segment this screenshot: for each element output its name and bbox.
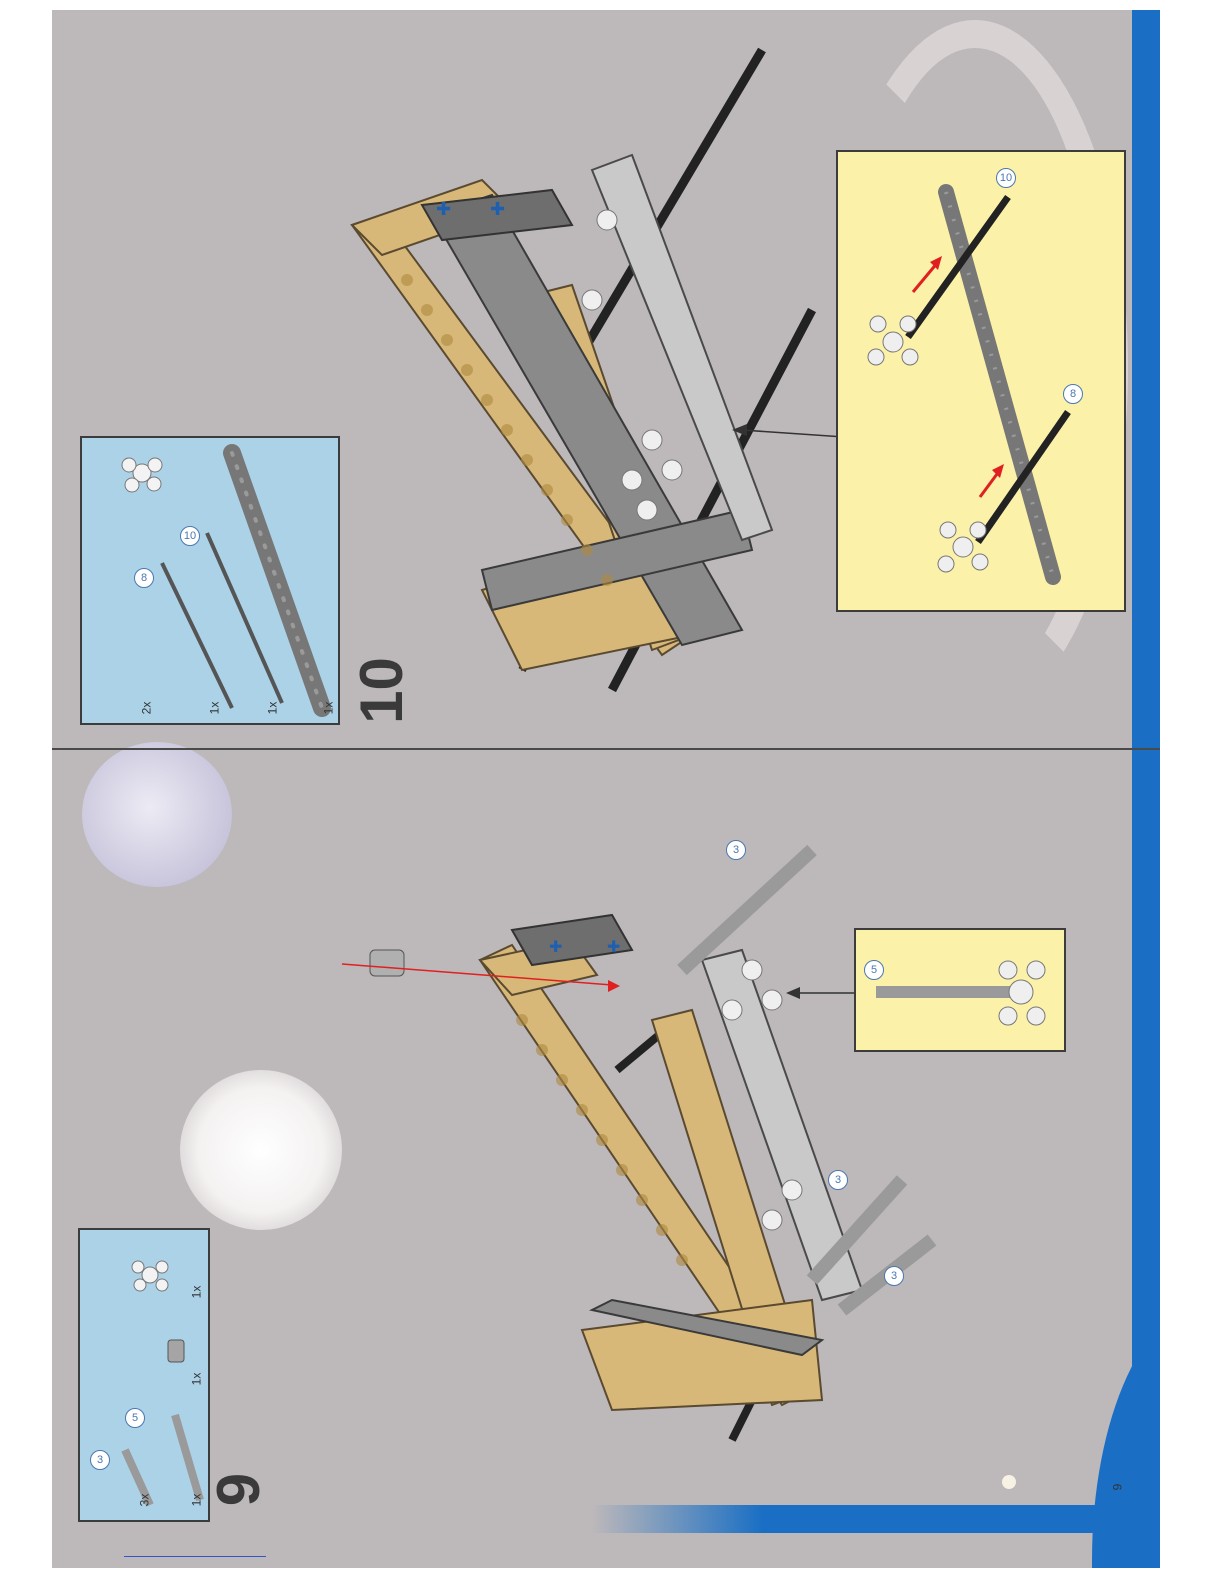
instruction-page: 2x 1x 1x 1x 8 10 10 ✚ ✚ [52,10,1160,1568]
step-9-model-illustration: ✚ ✚ [52,10,1160,1568]
length-badge: 3 [726,840,746,860]
length-badge: 5 [864,960,884,980]
step-9-callout-box: 5 [854,928,1066,1052]
svg-text:✚: ✚ [549,937,562,956]
link-underline [124,1556,266,1557]
page-number: 9 [1110,1484,1124,1491]
length-badge: 3 [828,1170,848,1190]
svg-text:✚: ✚ [607,937,620,956]
length-badge: 3 [884,1266,904,1286]
step-9-callout-illustration [856,930,1064,1050]
